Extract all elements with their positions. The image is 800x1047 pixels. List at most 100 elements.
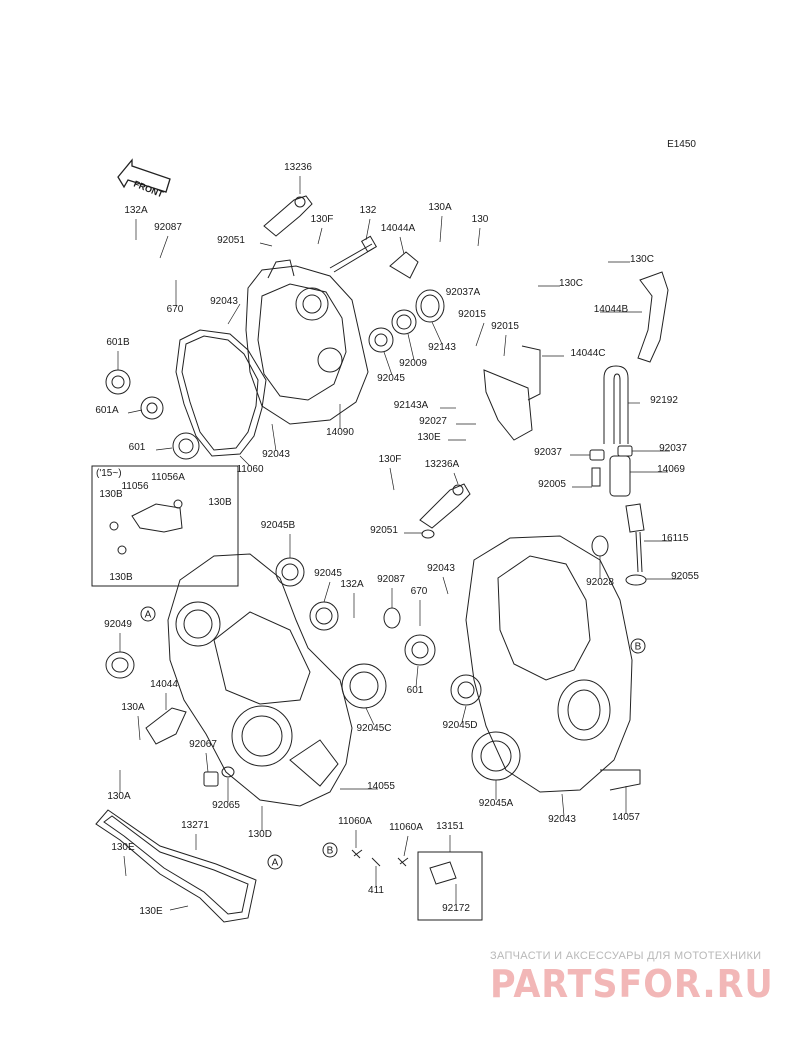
part-callout-92055: 92055: [671, 571, 699, 582]
leader-lines: [117, 176, 682, 911]
washer-92065: [221, 766, 235, 778]
part-callout-11056: 11056: [121, 481, 149, 492]
seal-92049: [105, 651, 135, 679]
right-crankcase-14057: [465, 535, 641, 793]
separator-14069: [609, 455, 631, 497]
reference-mark-b: B: [322, 842, 338, 858]
bearing-601: [172, 432, 200, 460]
plug-92067: [203, 771, 219, 787]
part-callout-14090: 14090: [326, 427, 354, 438]
sleeve-92143: [415, 289, 445, 323]
breather-hose-92192: [603, 365, 629, 444]
bearing-92045: [309, 601, 339, 631]
reference-marks: A B A B: [140, 606, 646, 870]
part-callout-92067: 92067: [189, 739, 217, 750]
part-callout-14055: 14055: [367, 781, 395, 792]
part-callout-130a: 130A: [107, 791, 131, 802]
diagram-code: E1450: [667, 139, 696, 150]
inset-label: ('15~): [96, 468, 122, 479]
reference-letter: A: [272, 858, 279, 869]
part-callout-13151: 13151: [436, 821, 464, 832]
oil-seal-601: [404, 634, 436, 666]
part-callout-130c: 130C: [559, 278, 583, 289]
collar-92028: [591, 535, 609, 557]
part-callout-130a: 130A: [428, 202, 452, 213]
bracket-14044a: [389, 251, 419, 279]
front-label: FRONT: [132, 179, 165, 200]
part-callout-92045c: 92045C: [356, 723, 391, 734]
part-callout-92005: 92005: [538, 479, 566, 490]
part-callout-13271: 13271: [181, 820, 209, 831]
bearing-92045c: [341, 663, 387, 709]
clip-11060a: [351, 849, 409, 867]
part-callout-130d: 130D: [248, 829, 272, 840]
bearing-601b: [105, 369, 131, 395]
washer-92051: [421, 529, 435, 539]
seal-92045: [368, 327, 394, 353]
part-callout-92037a: 92037A: [446, 287, 481, 298]
part-callout-92015: 92015: [458, 309, 486, 320]
part-callout-11056a: 11056A: [151, 472, 185, 483]
part-callout-92143: 92143: [428, 342, 456, 353]
part-callout-11060a: 11060A: [338, 816, 372, 827]
part-callout-132a: 132A: [340, 579, 364, 590]
bearing-601a: [140, 396, 164, 420]
part-callout-14069: 14069: [657, 464, 685, 475]
part-callout-601: 601: [129, 442, 146, 453]
part-callout-92049: 92049: [104, 619, 132, 630]
reference-mark-b: B: [630, 638, 646, 654]
watermark-subtitle: ЗАПЧАСТИ И АКСЕССУАРЫ ДЛЯ МОТОТЕХНИКИ: [490, 950, 762, 962]
pin-92087: [383, 607, 401, 629]
part-callout-92028: 92028: [586, 577, 614, 588]
part-callout-92043: 92043: [262, 449, 290, 460]
bearing-92045b: [275, 557, 305, 587]
part-callout-92045b: 92045B: [261, 520, 296, 531]
shift-lever-13236a: [419, 483, 471, 529]
part-callout-670: 670: [167, 304, 184, 315]
part-callout-132: 132: [360, 205, 377, 216]
shift-lever-13236: [263, 195, 313, 237]
part-callout-92087: 92087: [377, 574, 405, 585]
reference-letter: B: [327, 846, 334, 857]
part-callout-92009: 92009: [399, 358, 427, 369]
part-callout-132a: 132A: [124, 205, 148, 216]
part-callout-14044a: 14044A: [381, 223, 416, 234]
reference-letter: A: [145, 610, 152, 621]
part-callout-130c: 130C: [630, 254, 654, 265]
part-callout-601b: 601B: [106, 337, 130, 348]
part-callout-16115: 16115: [661, 533, 689, 544]
part-callout-14044b: 14044B: [594, 304, 629, 315]
part-callout-130e: 130E: [139, 906, 163, 917]
bearing-92045d: [450, 674, 482, 706]
part-callout-411: 411: [368, 885, 384, 896]
part-callout-130b: 130B: [99, 489, 123, 500]
left-crankcase-14055: [167, 553, 353, 807]
part-callout-92015: 92015: [491, 321, 519, 332]
part-callout-92043: 92043: [210, 296, 238, 307]
part-callout-92045: 92045: [377, 373, 405, 384]
part-callout-92051: 92051: [217, 235, 245, 246]
part-callout-92045: 92045: [314, 568, 342, 579]
part-callout-130f: 130F: [311, 214, 334, 225]
part-callout-92037: 92037: [534, 447, 562, 458]
part-callout-11060: 11060: [236, 464, 264, 475]
part-callout-14044c: 14044C: [570, 348, 605, 359]
reference-mark-a: A: [140, 606, 156, 622]
inset-2015-box: ('15~): [91, 465, 239, 587]
dipstick-16115: [625, 503, 645, 573]
part-callout-130e: 130E: [417, 432, 441, 443]
reference-mark-a: A: [267, 854, 283, 870]
bracket-14044b: [637, 271, 669, 363]
part-callout-13236a: 13236A: [425, 459, 460, 470]
clamp-92037: [589, 445, 633, 461]
part-callout-92192: 92192: [650, 395, 678, 406]
part-callout-11060a: 11060A: [389, 822, 423, 833]
part-callout-92037: 92037: [659, 443, 687, 454]
part-callout-601a: 601A: [95, 405, 119, 416]
part-callout-14057: 14057: [612, 812, 640, 823]
part-callout-92143a: 92143A: [394, 400, 429, 411]
fitting-92005: [591, 467, 601, 487]
part-callout-92043: 92043: [427, 563, 455, 574]
